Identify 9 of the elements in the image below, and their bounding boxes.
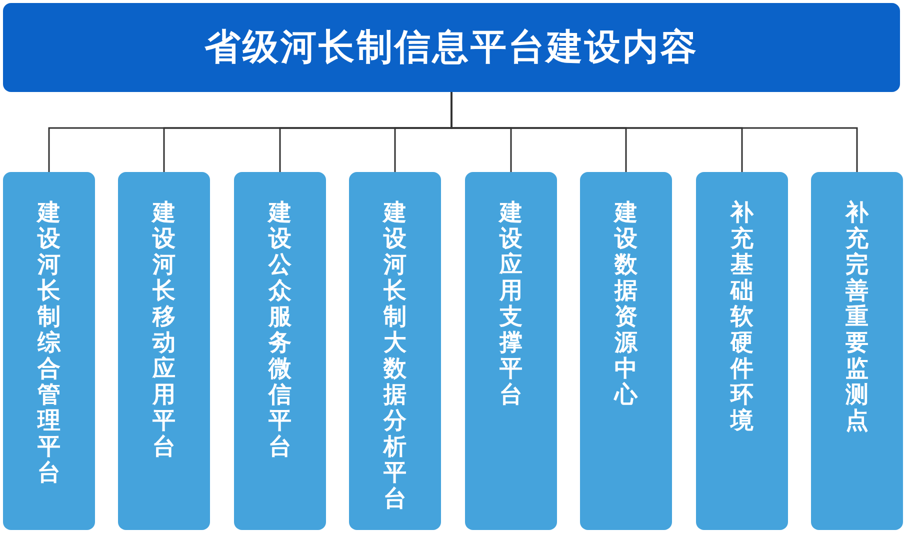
category-box: 建设公众服务微信平台 xyxy=(234,172,326,530)
category-box: 建设数据资源中心 xyxy=(580,172,672,530)
category-box: 建设河长移动应用平台 xyxy=(118,172,210,530)
category-box: 建设应用支撑平台 xyxy=(465,172,557,530)
category-box: 补充基础软硬件环境 xyxy=(696,172,788,530)
category-box: 补充完善重要监测点 xyxy=(811,172,903,530)
category-box: 建设河长制综合管理平台 xyxy=(3,172,95,530)
category-box: 建设河长制大数据分析平台 xyxy=(349,172,441,530)
title-banner: 省级河长制信息平台建设内容 xyxy=(3,3,900,92)
